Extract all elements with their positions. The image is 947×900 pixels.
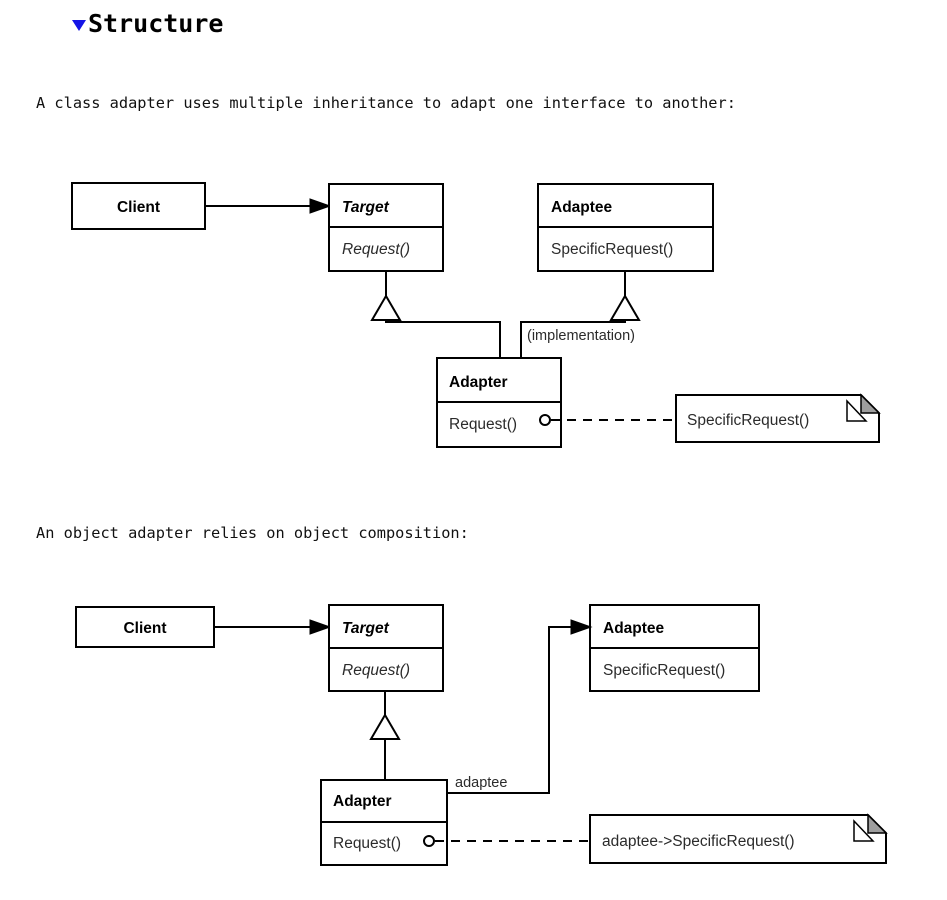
class-box-adapter[interactable]: Adapter Request() <box>320 779 448 866</box>
note-outline <box>675 394 880 443</box>
class-adapter-diagram: Client Target Request() Adaptee Specific… <box>71 182 881 448</box>
edge-adapter-to-note <box>423 835 590 847</box>
arrow-head-icon <box>570 619 593 635</box>
figure-class-adapter: Client Target Request() Adaptee Specific… <box>0 150 947 470</box>
hollow-triangle-icon <box>370 294 402 321</box>
triangle-down-icon[interactable] <box>72 19 86 31</box>
figure-object-adapter: Client Target Request() Adaptee Specific… <box>0 575 947 885</box>
edge-client-to-target <box>214 619 332 635</box>
note-outline <box>589 814 887 864</box>
generalization-elbow <box>520 320 626 358</box>
paragraph-object-adapter: An object adapter relies on object compo… <box>36 524 469 542</box>
edge-adapter-to-note <box>539 414 676 426</box>
class-name-label: Adaptee <box>603 620 665 637</box>
class-operation-label: SpecificRequest() <box>551 241 673 258</box>
section-heading[interactable]: Structure <box>72 9 223 39</box>
class-box-adapter[interactable]: Adapter Request() <box>436 357 562 448</box>
note-text: SpecificRequest() <box>687 412 809 429</box>
edge-adapter-inherits-target <box>369 691 401 780</box>
class-box-adaptee[interactable]: Adaptee SpecificRequest() <box>537 183 714 272</box>
edge-adapter-implements-adaptee: (implementation) <box>520 271 641 358</box>
note-fold-corner-icon <box>846 399 868 422</box>
class-box-target[interactable]: Target Request() <box>328 604 444 692</box>
class-box-client[interactable]: Client <box>75 606 215 648</box>
generalization-elbow <box>385 320 501 358</box>
edge-adapter-to-adaptee: adaptee <box>447 619 593 794</box>
hollow-triangle-icon <box>609 294 641 321</box>
note-fold-corner-icon <box>853 819 875 842</box>
class-box-adaptee[interactable]: Adaptee SpecificRequest() <box>589 604 760 692</box>
class-operation-label: Request() <box>333 835 401 852</box>
class-name-label: Client <box>123 620 166 637</box>
class-operation-label: Request() <box>342 662 410 679</box>
association-elbow <box>447 626 588 794</box>
class-box-outline <box>71 182 206 230</box>
arrow-head-icon <box>309 619 332 635</box>
class-name-label: Target <box>342 620 390 637</box>
note-adaptee-specific-request[interactable]: adaptee->SpecificRequest() <box>589 813 888 864</box>
arrow-head-icon <box>309 198 332 214</box>
interface-lollipop-icon <box>539 414 551 426</box>
class-box-outline <box>75 606 215 648</box>
paragraph-class-adapter: A class adapter uses multiple inheritanc… <box>36 94 736 112</box>
hollow-triangle-icon <box>369 713 401 740</box>
note-fold-shadow-icon <box>867 813 888 834</box>
edge-client-to-target <box>205 198 332 214</box>
note-text: adaptee->SpecificRequest() <box>602 833 795 850</box>
class-operation-label: Request() <box>342 241 410 258</box>
interface-lollipop-icon <box>423 835 435 847</box>
edge-adapter-inherits-target <box>370 271 501 358</box>
class-operation-label: SpecificRequest() <box>603 662 725 679</box>
edge-label-implementation: (implementation) <box>527 328 635 344</box>
class-name-label: Target <box>342 199 390 216</box>
class-box-client[interactable]: Client <box>71 182 206 230</box>
page-title: Structure <box>88 9 224 38</box>
note-fold-shadow-icon <box>860 393 881 414</box>
edge-label-adaptee: adaptee <box>455 775 507 791</box>
class-name-label: Adaptee <box>551 199 613 216</box>
class-name-label: Adapter <box>449 374 508 391</box>
class-name-label: Client <box>117 199 160 216</box>
object-adapter-diagram: Client Target Request() Adaptee Specific… <box>75 604 888 866</box>
class-name-label: Adapter <box>333 793 392 810</box>
class-box-target[interactable]: Target Request() <box>328 183 444 272</box>
class-operation-label: Request() <box>449 416 517 433</box>
note-specific-request[interactable]: SpecificRequest() <box>675 393 881 443</box>
